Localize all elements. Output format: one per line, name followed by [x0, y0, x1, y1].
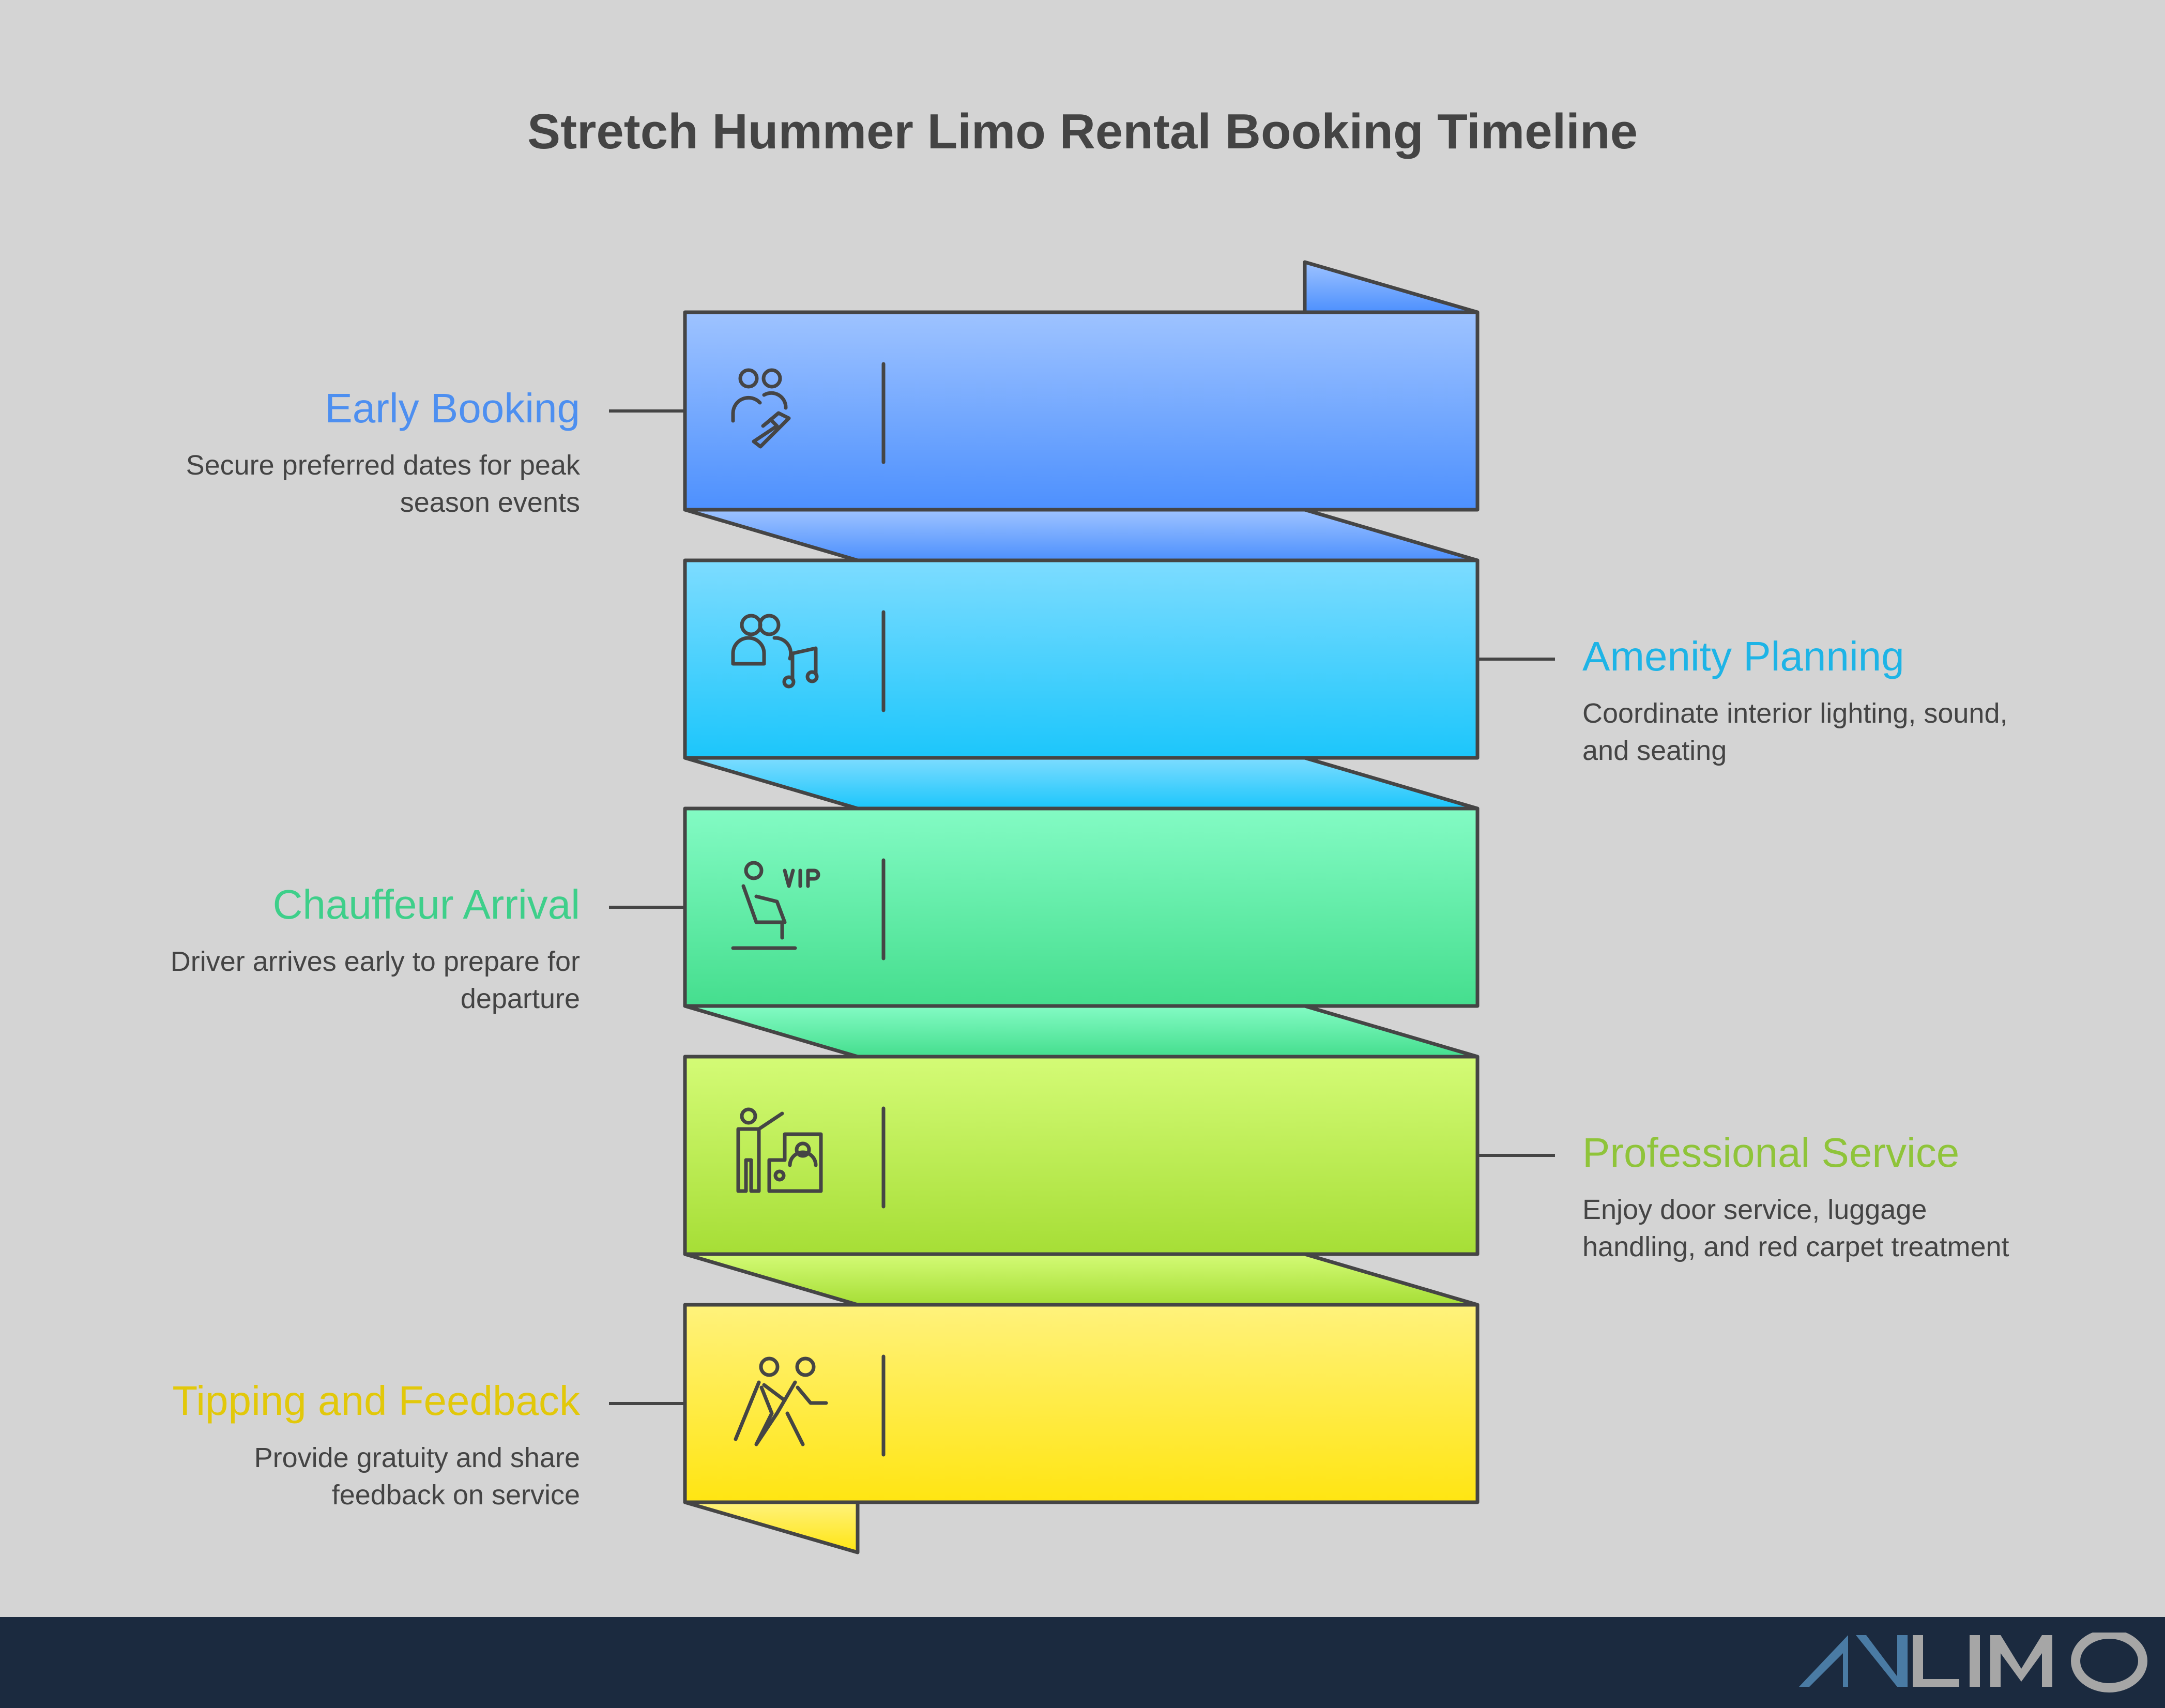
step-description: Secure preferred dates for peak season ev… — [63, 447, 580, 521]
bottom-flap — [683, 1500, 860, 1554]
people-music-icon — [731, 614, 819, 689]
step-panel — [683, 1303, 1480, 1504]
description-line: Coordinate interior lighting, sound, — [1582, 698, 2008, 729]
description-line: Secure preferred dates for peak — [186, 450, 580, 481]
step-title: Early Booking — [325, 385, 580, 431]
ribbon-fold — [683, 756, 1480, 811]
ribbon-fold — [683, 1004, 1480, 1059]
description-line: Enjoy door service, luggage — [1582, 1194, 1927, 1225]
description-line: Driver arrives early to prepare for — [170, 946, 580, 977]
ribbon-fold — [683, 1252, 1480, 1307]
description-line: season events — [400, 487, 580, 518]
walking-people-icon — [734, 1356, 828, 1446]
step-title: Tipping and Feedback — [172, 1378, 580, 1424]
ribbon-fold — [683, 508, 1480, 562]
step-description: Driver arrives early to prepare for depar… — [63, 943, 580, 1017]
step-title: Chauffeur Arrival — [272, 881, 580, 927]
people-handshake-icon — [731, 368, 791, 449]
description-line: and seating — [1582, 735, 1727, 766]
page-title: Stretch Hummer Limo Rental Booking Timel… — [527, 104, 1638, 159]
step-panel — [683, 1055, 1480, 1256]
top-flap — [1303, 260, 1480, 314]
step-description: Enjoy door service, luggage handling, and… — [1582, 1191, 2099, 1265]
step-panel — [683, 310, 1480, 512]
vip-seat-icon — [731, 861, 820, 950]
step-title: Amenity Planning — [1582, 633, 1904, 679]
step-panel — [683, 806, 1480, 1008]
description-line: Provide gratuity and share — [254, 1442, 580, 1473]
step-panel — [683, 558, 1480, 760]
step-title: Professional Service — [1582, 1130, 1960, 1176]
step-description: Coordinate interior lighting, sound, and … — [1582, 695, 2099, 769]
avilimo-logo — [1799, 1633, 2147, 1692]
description-line: handling, and red carpet treatment — [1582, 1231, 2009, 1262]
description-line: feedback on service — [331, 1480, 580, 1511]
chauffeur-car-icon — [736, 1107, 823, 1193]
description-line: departure — [460, 983, 580, 1014]
footer — [0, 1617, 2165, 1708]
step-description: Provide gratuity and share feedback on se… — [63, 1439, 580, 1514]
